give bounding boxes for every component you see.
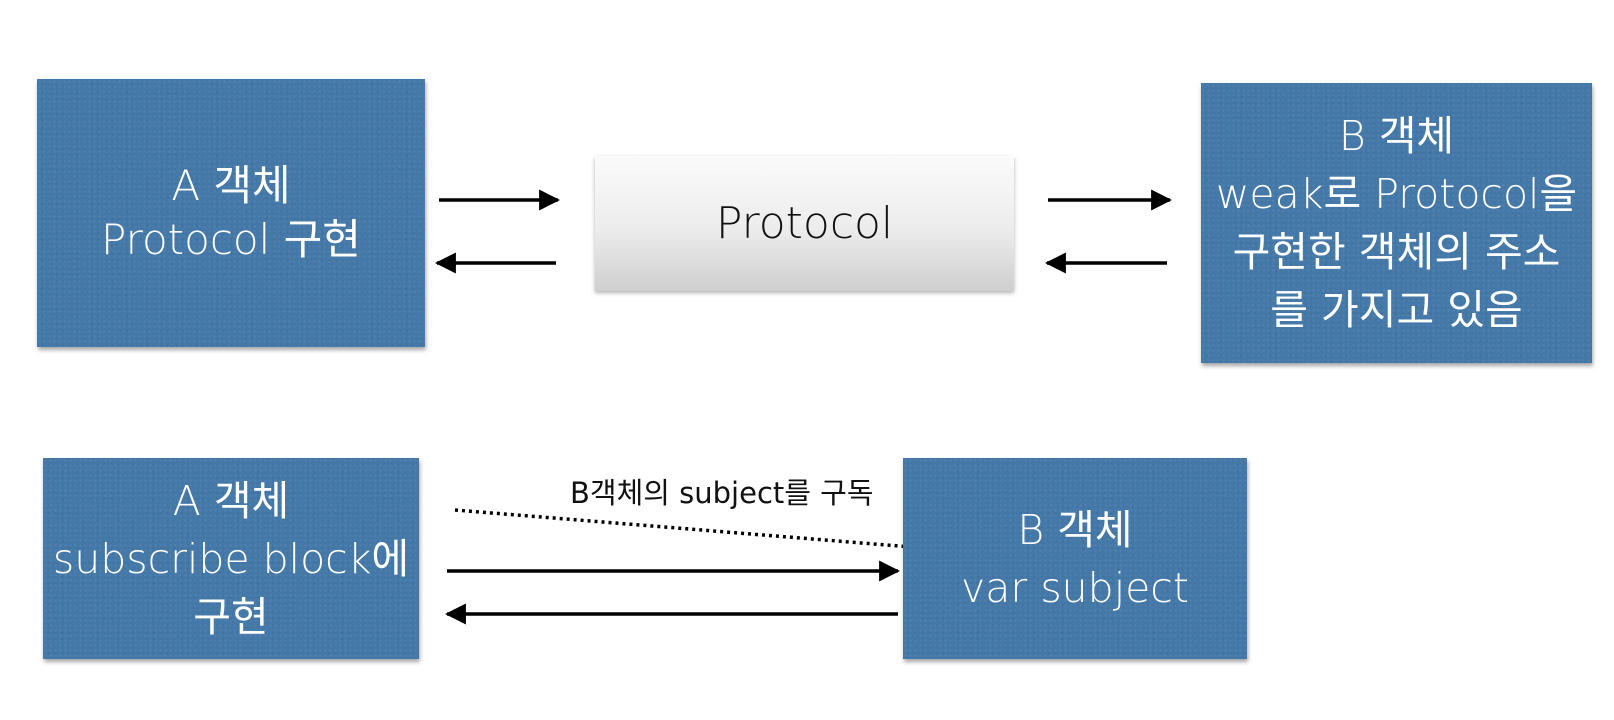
b-object-subject: var subject: [961, 563, 1189, 612]
b-object-title-bottom: B 객체: [1017, 505, 1133, 554]
a-object-desc: Protocol 구현: [101, 215, 361, 264]
b-object-box-top: B 객체 weak로 Protocol을 구현한 객체의 주소 를 가지고 있음: [1201, 83, 1592, 363]
a-object-title-bottom: A 객체: [172, 476, 290, 525]
a-object-box-top: A 객체 Protocol 구현: [37, 79, 425, 347]
b-object-desc-line-1: weak로 Protocol을: [1215, 170, 1578, 218]
a-object-box-bottom: A 객체 subscribe block에 구현: [43, 458, 419, 659]
protocol-box: Protocol: [595, 156, 1014, 291]
b-object-title: B 객체: [1338, 112, 1455, 160]
protocol-label: Protocol: [715, 198, 894, 249]
a-object-desc-bottom-line-2: 구현: [193, 592, 269, 641]
b-object-box-bottom: B 객체 var subject: [903, 458, 1247, 659]
a-object-desc-bottom-line-1: subscribe block에: [52, 534, 410, 583]
b-object-desc-line-2: 구현한 객체의 주소: [1232, 228, 1561, 276]
a-object-title: A 객체: [171, 161, 291, 210]
arrow-subscribe-dotted: [454, 508, 985, 553]
subscribe-caption: B객체의 subject를 구독: [570, 476, 874, 510]
b-object-desc-line-3: 를 가지고 있음: [1270, 286, 1523, 334]
